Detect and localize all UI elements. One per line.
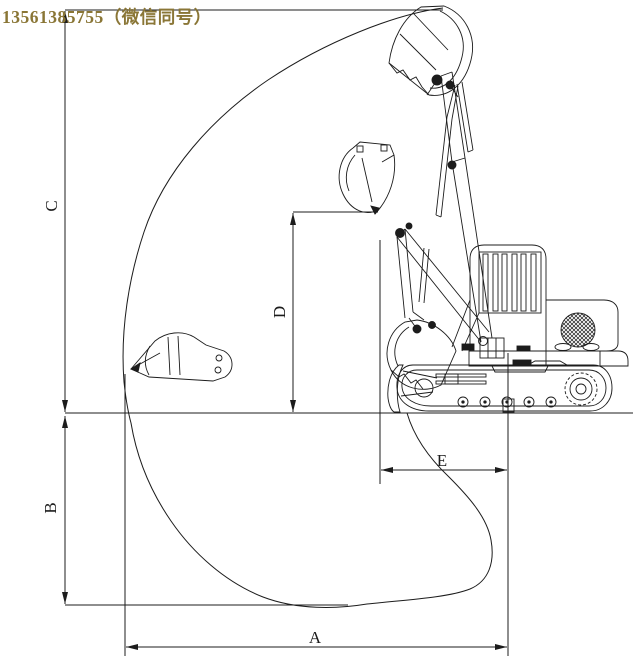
bucket-ground-position [386, 311, 457, 390]
operator-cab [451, 244, 547, 352]
boom-arm-raised [435, 71, 493, 346]
boom-foot-bracket [479, 337, 505, 359]
deck-and-counterweight [461, 337, 629, 373]
drive-sprocket [564, 372, 598, 406]
bucket-max-height [388, 5, 473, 98]
label-b: B [41, 502, 60, 513]
label-d: D [270, 306, 289, 318]
boom-arm-folded [395, 222, 490, 343]
label-e: E [437, 451, 447, 470]
cab-window-slats [482, 253, 537, 312]
boom-cylinder [435, 84, 459, 218]
engine-housing [546, 299, 619, 352]
label-c: C [42, 200, 61, 211]
arm-cylinder [456, 81, 474, 153]
road-wheels [457, 396, 557, 408]
bucket-max-reach [130, 332, 233, 382]
engine-grille [560, 312, 596, 348]
dozer-blade [387, 364, 438, 413]
watermark-phone-text: 13561385755（微信同号） [2, 7, 212, 27]
dimension-labels: C D B E A [41, 200, 447, 647]
label-a: A [309, 628, 322, 647]
excavator-drawing [130, 5, 629, 413]
cab-window-frame [478, 251, 542, 314]
working-range-envelope-curve [122, 7, 493, 608]
dimension-arrowheads [62, 11, 507, 650]
track-undercarriage [396, 360, 613, 413]
bucket-dump-height [338, 141, 396, 215]
reference-lines [65, 9, 633, 656]
dimension-lines [64, 11, 507, 648]
